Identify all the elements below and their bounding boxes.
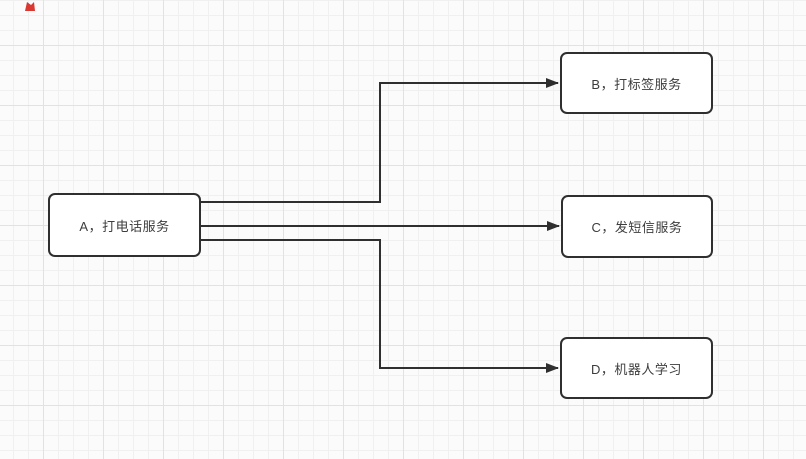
node-label-B: B，打标签服务 [591, 76, 682, 92]
edge-A-B[interactable] [201, 78, 559, 203]
node-C[interactable]: C，发短信服务 [561, 195, 713, 258]
node-label-C: C，发短信服务 [591, 220, 683, 235]
node-label-D: D，机器人学习 [591, 361, 682, 377]
node-A[interactable]: A，打电话服务 [48, 193, 201, 257]
node-B[interactable]: B，打标签服务 [560, 52, 713, 114]
node-D[interactable]: D，机器人学习 [560, 337, 713, 399]
red-marker-icon [25, 2, 35, 11]
edge-A-D[interactable] [201, 239, 559, 373]
node-label-A: A，打电话服务 [79, 218, 170, 234]
